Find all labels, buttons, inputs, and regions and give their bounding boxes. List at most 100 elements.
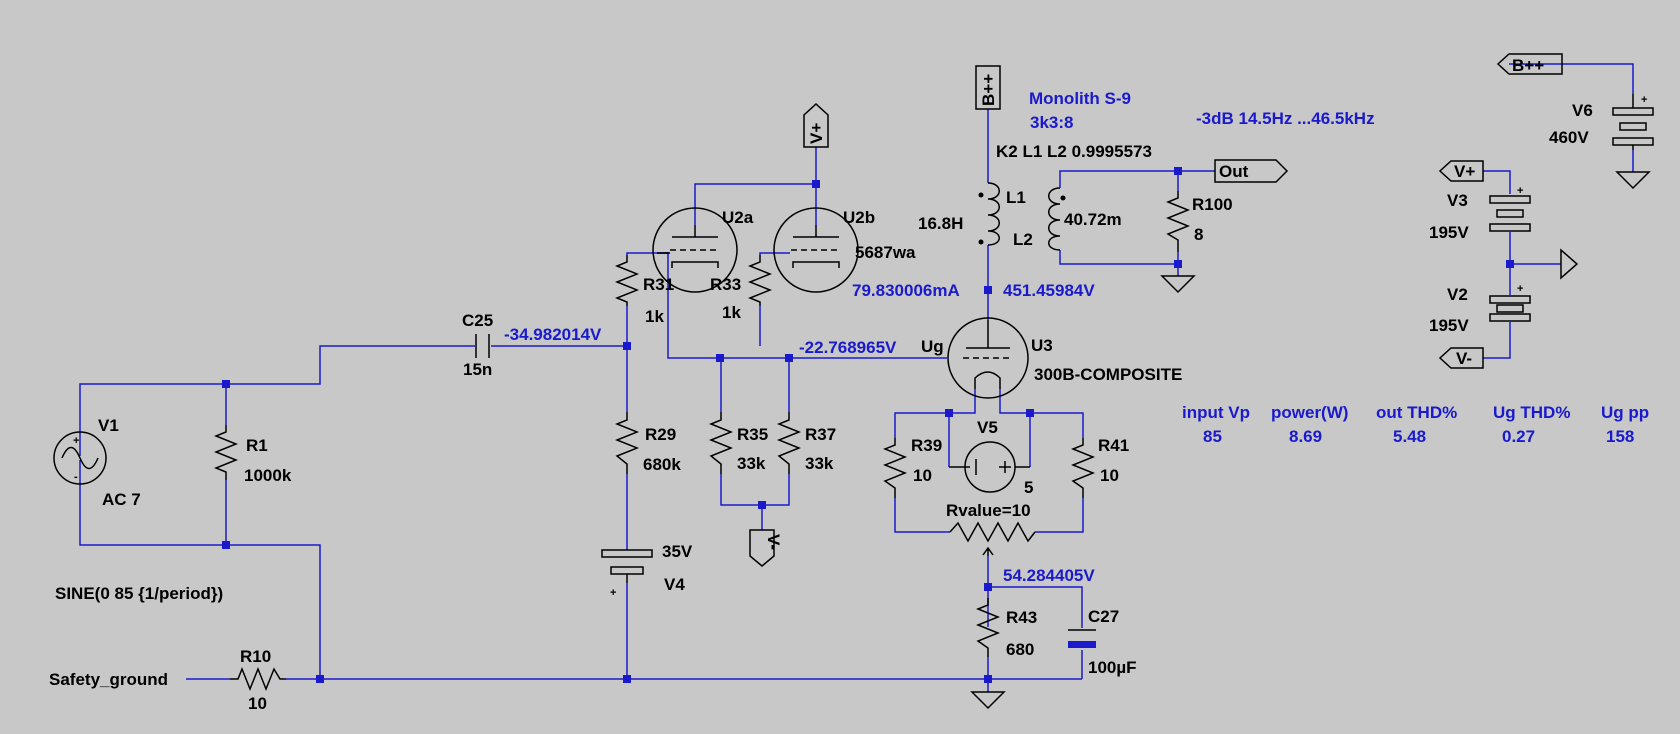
result-value: 0.27 [1502, 427, 1535, 446]
v1-name: V1 [98, 416, 119, 435]
v1-source[interactable]: + - [53, 431, 107, 485]
vminus-flag-right[interactable]: V- [1438, 347, 1484, 369]
result-header: Ug THD% [1493, 403, 1570, 422]
u2a-name: U2a [722, 208, 754, 227]
vminus-flag-bottom[interactable]: V- [749, 529, 783, 567]
r29-resistor[interactable] [614, 412, 640, 474]
u3-triode[interactable] [947, 317, 1029, 399]
c25-name: C25 [462, 311, 493, 330]
svg-text:+: + [1641, 94, 1647, 106]
r100-name: R100 [1192, 195, 1233, 214]
svg-text:V-: V- [764, 534, 783, 550]
r10-name: R10 [240, 647, 271, 666]
transformer-model: Monolith S-9 [1029, 89, 1131, 108]
svg-text:V-: V- [1456, 349, 1472, 368]
c27-name: C27 [1088, 607, 1119, 626]
l1-name: L1 [1006, 188, 1026, 207]
v1-sine-spec: SINE(0 85 {1/period}) [55, 584, 223, 603]
r43-name: R43 [1006, 608, 1037, 627]
r41-resistor[interactable] [1070, 438, 1096, 498]
u3-model: 300B-COMPOSITE [1034, 365, 1182, 384]
r43-resistor[interactable] [975, 598, 1001, 657]
r31-value: 1k [645, 307, 664, 326]
probe-grid-node: -34.982014V [504, 325, 602, 344]
svg-text:B++: B++ [1512, 56, 1544, 75]
r35-value: 33k [737, 454, 766, 473]
svg-text:+: + [1517, 185, 1523, 197]
v2-battery[interactable]: + [1489, 283, 1531, 322]
r33-resistor[interactable] [747, 255, 773, 306]
result-header: out THD% [1376, 403, 1457, 422]
bpp-flag-top[interactable]: B++ [975, 65, 1001, 110]
u2a-triode[interactable] [652, 207, 738, 293]
r33-name: R33 [710, 275, 741, 294]
svg-text:+: + [610, 587, 616, 599]
pot-value: Rvalue=10 [946, 501, 1031, 520]
ground-symbol-output [1160, 275, 1196, 294]
safety-ground-label: Safety_ground [49, 670, 168, 689]
svg-text:+: + [73, 435, 79, 447]
r37-value: 33k [805, 454, 834, 473]
probe-cathode-node: -22.768965V [799, 338, 897, 357]
v4-name: V4 [664, 575, 685, 594]
r35-name: R35 [737, 425, 768, 444]
result-value: 5.48 [1393, 427, 1426, 446]
r41-value: 10 [1100, 466, 1119, 485]
u2b-name: U2b [843, 208, 875, 227]
v6-battery[interactable]: + [1612, 94, 1654, 150]
r37-resistor[interactable] [776, 412, 802, 474]
bandwidth-note: -3dB 14.5Hz ...46.5kHz [1196, 109, 1375, 128]
r39-resistor[interactable] [882, 438, 908, 498]
r39-name: R39 [911, 436, 942, 455]
r29-value: 680k [643, 455, 681, 474]
r1-value: 1000k [244, 466, 292, 485]
bias-potentiometer[interactable] [949, 521, 1036, 543]
ground-symbol-supply [1560, 248, 1579, 280]
c25-capacitor[interactable] [475, 334, 490, 358]
bpp-flag-right[interactable]: B++ [1496, 53, 1563, 75]
l1-inductor[interactable] [978, 182, 1000, 246]
r1-resistor[interactable] [213, 425, 239, 480]
ground-symbol-v6 [1615, 171, 1651, 190]
result-value: 8.69 [1289, 427, 1322, 446]
r100-resistor[interactable] [1165, 191, 1191, 252]
l2-name: L2 [1013, 230, 1033, 249]
probe-plate-current: 79.830006mA [852, 281, 960, 300]
svg-text:V+: V+ [1454, 162, 1475, 181]
r100-value: 8 [1194, 225, 1203, 244]
svg-text:-: - [74, 471, 78, 483]
c25-value: 15n [463, 360, 492, 379]
svg-text:V+: V+ [807, 123, 826, 144]
result-header: power(W) [1271, 403, 1348, 422]
r29-name: R29 [645, 425, 676, 444]
v3-battery[interactable]: + [1489, 185, 1531, 232]
ground-symbol-main [970, 691, 1006, 710]
r41-name: R41 [1098, 436, 1129, 455]
svg-text:Out: Out [1219, 162, 1249, 181]
results-table: input Vp power(W) out THD% Ug THD% Ug pp… [1182, 403, 1649, 446]
probe-bias-node: 54.284405V [1003, 566, 1095, 585]
u2b-triode[interactable] [773, 207, 859, 293]
vplus-flag-right[interactable]: V+ [1438, 160, 1484, 182]
transformer-ratio: 3k3:8 [1030, 113, 1073, 132]
v4-battery[interactable]: + [601, 549, 653, 599]
r31-name: R31 [643, 275, 674, 294]
vplus-flag-top[interactable]: V+ [803, 102, 829, 148]
result-value: 85 [1203, 427, 1222, 446]
l2-inductor[interactable] [1048, 187, 1066, 251]
ug-label: Ug [921, 337, 944, 356]
r31-resistor[interactable] [614, 255, 640, 306]
r10-resistor[interactable] [230, 666, 286, 692]
svg-text:+: + [1517, 283, 1523, 295]
r10-value: 10 [248, 694, 267, 713]
c27-capacitor[interactable] [1068, 629, 1096, 648]
r35-resistor[interactable] [708, 412, 734, 474]
v5-value: 5 [1024, 478, 1033, 497]
v1-value: AC 7 [102, 490, 141, 509]
v5-source[interactable] [949, 441, 1030, 493]
result-value: 158 [1606, 427, 1634, 446]
result-header: Ug pp [1601, 403, 1649, 422]
v3-name: V3 [1447, 191, 1468, 210]
out-flag[interactable]: Out [1214, 159, 1289, 183]
